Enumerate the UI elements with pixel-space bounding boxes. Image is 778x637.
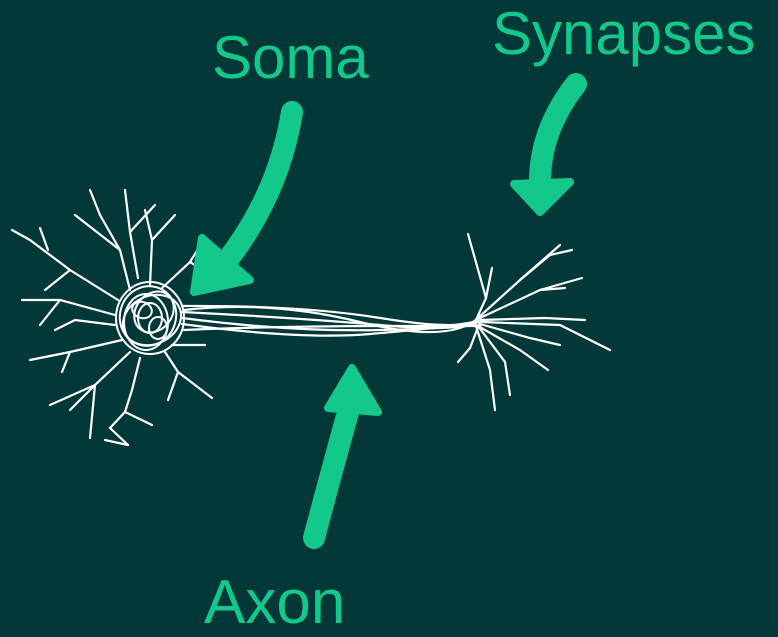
axon-label: Axon <box>204 572 345 634</box>
soma-label: Soma <box>212 28 369 88</box>
synapses-label: Synapses <box>492 4 756 64</box>
soma-arrow <box>194 112 292 292</box>
axon-fiber <box>182 306 480 336</box>
synapses-arrow <box>514 84 576 212</box>
axon-arrow <box>314 368 378 538</box>
axon-terminals <box>458 234 610 410</box>
soma-body <box>112 279 189 355</box>
